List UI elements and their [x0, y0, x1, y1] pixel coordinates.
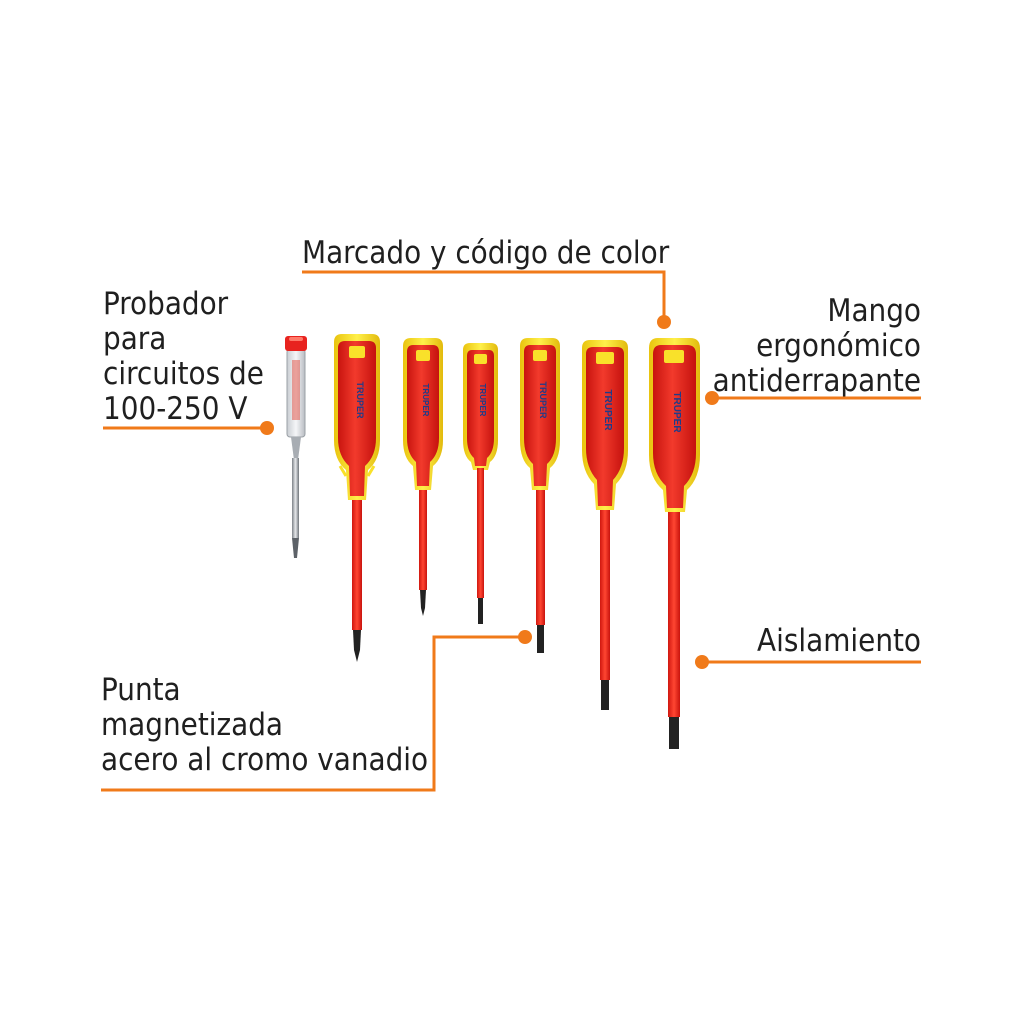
callout-leaders: [101, 270, 921, 792]
voltage-tester: [285, 336, 307, 558]
svg-text:TRUPER: TRUPER: [421, 384, 430, 417]
screwdriver-1: TRUPER: [334, 334, 380, 662]
marking-leader: [302, 270, 666, 320]
screwdriver-2: TRUPER: [403, 338, 443, 616]
svg-text:TRUPER: TRUPER: [602, 389, 613, 431]
handle-label: Mango ergonómico antiderrapante: [712, 293, 921, 399]
tester-dot: [260, 421, 274, 435]
screwdriver-6: TRUPER: [649, 338, 700, 749]
marking-label: Marcado y código de color: [302, 235, 670, 271]
svg-text:TRUPER: TRUPER: [478, 384, 487, 417]
handle-dot: [705, 391, 719, 405]
svg-text:TRUPER: TRUPER: [355, 381, 365, 419]
insulation-label: Aislamiento: [757, 623, 921, 659]
marking-dot: [657, 315, 671, 329]
screwdriver-3: TRUPER: [463, 343, 498, 624]
tip-label: Punta magnetizada acero al cromo vanadio: [101, 672, 429, 778]
callout-dots: [260, 315, 719, 669]
tip-leader: [101, 635, 523, 792]
tip-dot: [518, 630, 532, 644]
tester-label: Probador para circuitos de 100-250 V: [103, 286, 264, 427]
svg-text:TRUPER: TRUPER: [538, 381, 548, 419]
svg-text:TRUPER: TRUPER: [671, 391, 682, 433]
screwdriver-5: TRUPER: [582, 340, 628, 710]
insulation-dot: [695, 655, 709, 669]
screwdriver-4: TRUPER: [520, 338, 560, 653]
